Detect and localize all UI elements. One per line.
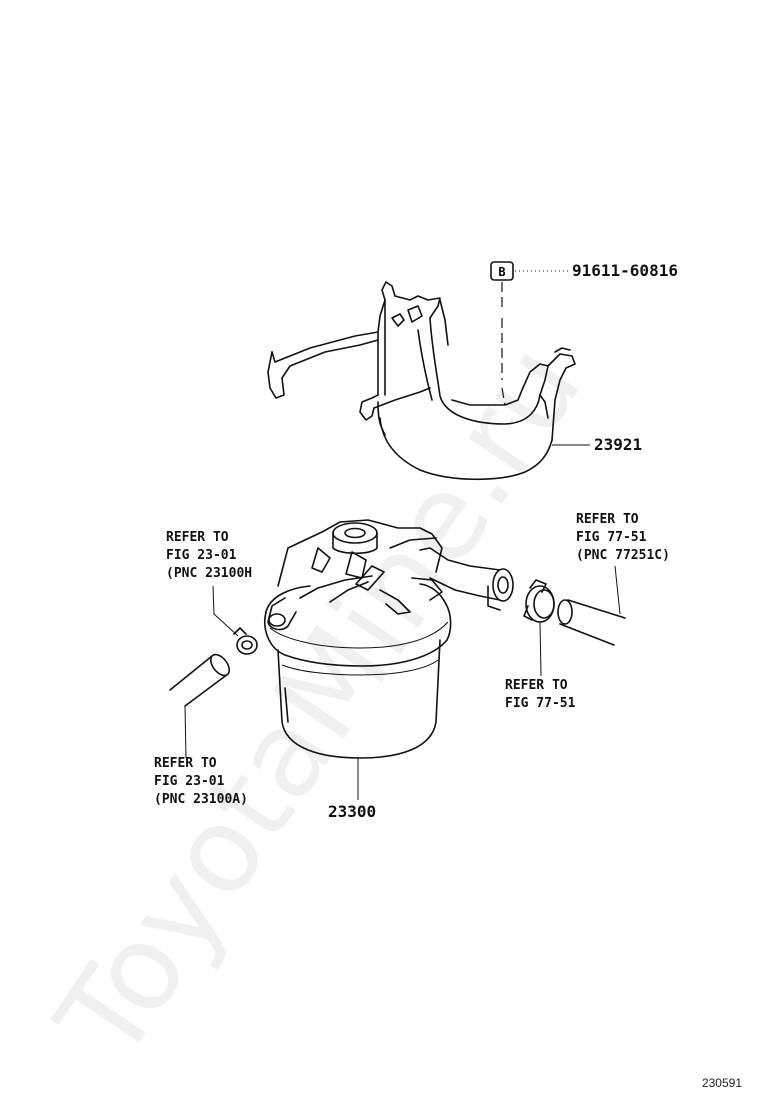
- leader-right-hose: [614, 565, 621, 615]
- ref-line: FIG 23-01: [154, 774, 225, 789]
- part-number-bolt: 91611-60816: [572, 261, 678, 280]
- leader-right-clamp: [539, 621, 542, 677]
- ref-note-left-upper: REFER TO FIG 23-01 (PNC 23100H: [166, 529, 252, 583]
- ref-line: (PNC 77251C): [576, 548, 670, 563]
- left-hose-drawing: [169, 653, 231, 707]
- fuel-filter-drawing: [264, 519, 514, 759]
- ref-line: FIG 23-01: [166, 548, 237, 563]
- right-hose-drawing: [557, 599, 626, 646]
- ref-line: REFER TO: [166, 530, 229, 545]
- ref-line: FIG 77-51: [576, 530, 647, 545]
- bolt-drawing: B: [490, 261, 514, 406]
- ref-line: (PNC 23100H: [166, 566, 253, 581]
- left-clamp-drawing: [233, 627, 258, 655]
- ref-note-left-lower: REFER TO FIG 23-01 (PNC 23100A): [154, 755, 248, 809]
- part-number-fuel-filter: 23300: [328, 802, 377, 821]
- figure-number: 230591: [701, 1076, 742, 1090]
- leader-left-clamp: [212, 585, 239, 637]
- bracket-drawing: [267, 281, 576, 481]
- leader-left-hose: [184, 705, 187, 759]
- ref-line: REFER TO: [576, 512, 639, 527]
- part-number-bracket: 23921: [594, 435, 643, 454]
- ref-note-right-upper: REFER TO FIG 77-51 (PNC 77251C): [576, 511, 670, 565]
- ref-note-right-clamp: REFER TO FIG 77-51: [505, 677, 575, 713]
- svg-text:B: B: [498, 265, 505, 279]
- ref-line: REFER TO: [154, 756, 217, 771]
- ref-line: (PNC 23100A): [154, 792, 248, 807]
- ref-line: FIG 77-51: [505, 696, 576, 711]
- right-clamp-drawing: [523, 579, 555, 623]
- ref-line: REFER TO: [505, 678, 568, 693]
